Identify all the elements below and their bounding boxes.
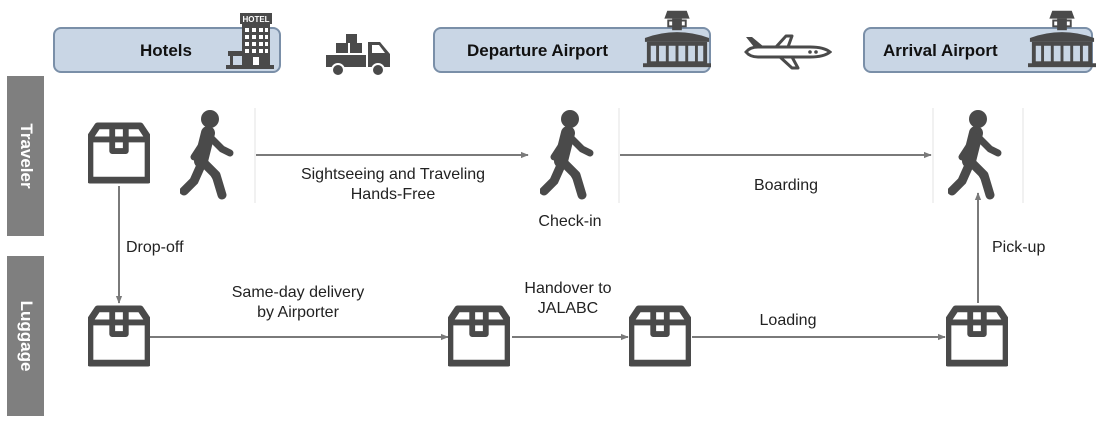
caption-same-day-delivery: Same-day delivery by Airporter [188, 283, 408, 323]
caption-same-day-line2: by Airporter [257, 304, 339, 321]
caption-same-day-line1: Same-day delivery [231, 284, 365, 301]
luggage-box-icon [88, 122, 150, 184]
airplane-icon [744, 34, 832, 70]
caption-check-in: Check-in [538, 213, 602, 230]
caption-sightseeing-line1: Sightseeing and Traveling [300, 166, 486, 183]
caption-loading: Loading [759, 312, 817, 329]
luggage-box-icon [88, 305, 150, 367]
lane-luggage: Luggage [7, 256, 44, 416]
lane-traveler: Traveler [7, 76, 44, 236]
caption-pick-up: Pick-up [992, 239, 1046, 256]
caption-handover-line1: Handover to [524, 280, 612, 297]
caption-handover-line2: JALABC [537, 300, 599, 317]
caption-drop-off: Drop-off [126, 239, 184, 256]
walking-person-icon [540, 108, 600, 200]
caption-boarding: Boarding [753, 177, 819, 194]
caption-sightseeing-line2: Hands-Free [350, 186, 436, 203]
luggage-box-icon [629, 305, 691, 367]
hotel-building-icon: HOTEL [226, 13, 274, 69]
hotel-sign-text: HOTEL [242, 15, 269, 24]
walking-person-icon [180, 108, 240, 200]
location-arrival-label: Arrival Airport [883, 41, 998, 60]
location-departure-label: Departure Airport [467, 41, 609, 60]
delivery-truck-icon [326, 34, 390, 77]
luggage-box-icon [946, 305, 1008, 367]
caption-sightseeing: Sightseeing and Traveling Hands-Free [268, 165, 518, 205]
location-hotels-label: Hotels [140, 41, 192, 60]
walking-person-icon [948, 108, 1008, 200]
caption-handover: Handover to JALABC [498, 279, 638, 319]
